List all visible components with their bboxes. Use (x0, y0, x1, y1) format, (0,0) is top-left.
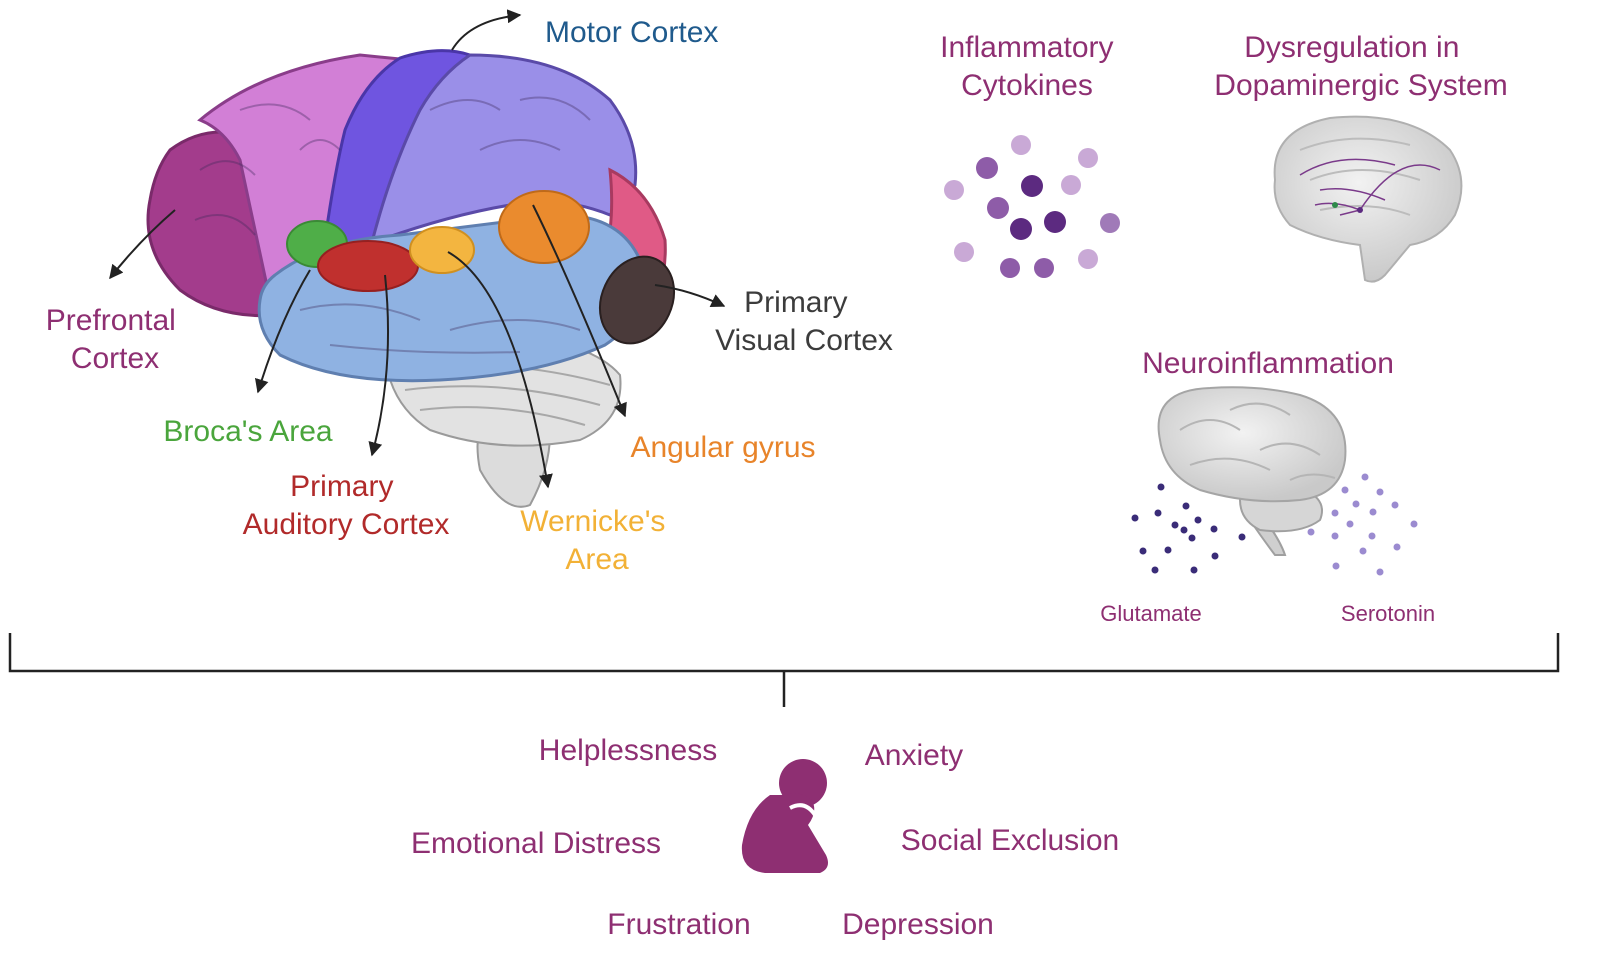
anxiety-label: Anxiety (865, 739, 963, 772)
region-pointer-arrows (109, 9, 726, 489)
sagittal-brain-illustration (1273, 115, 1463, 283)
main-brain-illustration (146, 49, 675, 508)
cytokine-particles (944, 135, 1120, 278)
serotonin-particles (1307, 473, 1418, 576)
neuroinflammation-brain-illustration (1157, 386, 1347, 556)
wernickes-area-spot (409, 226, 475, 274)
glutamate-particles (1131, 483, 1246, 574)
frustration-label: Frustration (607, 908, 750, 941)
helplessness-label: Helplessness (539, 734, 717, 767)
distressed-person-icon (741, 759, 828, 873)
social-exclusion-label: Social Exclusion (901, 824, 1119, 857)
angular-gyrus-label: Angular gyrus (630, 431, 815, 464)
depression-label: Depression (842, 908, 994, 941)
inflammatory-cytokines-label: Inflammatory Cytokines (940, 31, 1122, 102)
neuroinflammation-label: Neuroinflammation (1142, 347, 1394, 380)
primary-auditory-cortex-label: Primary Auditory Cortex (243, 470, 450, 541)
glutamate-label: Glutamate (1100, 601, 1202, 626)
emotional-distress-label: Emotional Distress (411, 827, 661, 860)
convergence-bracket (8, 633, 1560, 707)
prefrontal-cortex-label: Prefrontal Cortex (46, 304, 184, 375)
dopaminergic-label: Dysregulation in Dopaminergic System (1214, 31, 1507, 102)
motor-cortex-label: Motor Cortex (545, 16, 718, 49)
primary-visual-cortex-spot (599, 255, 675, 345)
primary-visual-cortex-label: Primary Visual Cortex (715, 286, 893, 357)
wernickes-area-label: Wernicke's Area (520, 505, 674, 576)
brocas-area-label: Broca's Area (163, 415, 332, 448)
serotonin-label: Serotonin (1341, 601, 1435, 626)
primary-auditory-cortex-spot (317, 240, 419, 292)
